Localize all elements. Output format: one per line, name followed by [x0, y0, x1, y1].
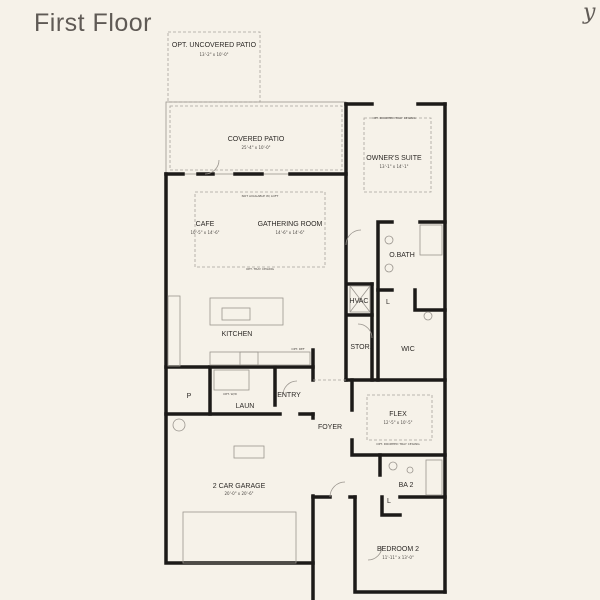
owners-tray-note: OPT. DROPPED TRAY CEILING [372, 116, 416, 120]
room-labels: OPT. UNCOVERED PATIO 13'-2" x 10'-0" COV… [172, 42, 422, 560]
fixtures [167, 117, 443, 564]
stor-door-swing [357, 323, 373, 339]
entry-label: ENTRY [277, 392, 301, 399]
hvac-unit [349, 285, 371, 313]
gathering-room-label: GATHERING ROOM [258, 221, 323, 228]
garage-door [182, 511, 297, 564]
water-heater [172, 418, 186, 432]
covered-patio-inner [169, 105, 343, 171]
kitchen-label: KITCHEN [222, 331, 253, 338]
laun-label: LAUN [236, 403, 255, 410]
entry-door-swing [282, 380, 298, 396]
covered-patio-label: COVERED PATIO [228, 136, 285, 143]
shower [419, 224, 443, 256]
flex-label: FLEX [389, 411, 407, 418]
vanity-sink-1 [384, 235, 394, 245]
owners-suite-dim: 13'-1" x 14'-1" [380, 164, 409, 169]
floor-title: First Floor [34, 9, 152, 37]
linen-label: L [386, 299, 390, 306]
toilet [423, 311, 433, 321]
vanity-sink-2 [384, 263, 394, 273]
obath-label: O.BATH [389, 252, 415, 259]
logo-fragment: y [583, 0, 596, 25]
stor-label: STOR. [350, 344, 371, 351]
foyer-label: FOYER [318, 424, 342, 431]
pantry-label: P [187, 393, 192, 400]
cafe-dim: 10'-5" x 14'-6" [191, 230, 220, 235]
garage-dim: 20'-0" x 20'-6" [225, 491, 254, 496]
sink [221, 307, 251, 321]
flex-dim: 12'-5" x 10'-5" [384, 420, 413, 425]
kitchen-island [209, 297, 284, 326]
garage-label: 2 CAR GARAGE [213, 483, 266, 490]
side-counter [167, 295, 181, 367]
range [239, 351, 259, 366]
opt-wd-note: OPT. W/D [223, 392, 238, 396]
bedroom2-dim: 11'-11" x 13'-0" [382, 555, 414, 560]
patio-door-swing [204, 159, 220, 175]
bathtub [425, 459, 443, 496]
kitchen-counter [209, 351, 311, 366]
covered-patio-dim: 25'-4" x 10'-0" [242, 145, 271, 150]
owner-door-swing [345, 229, 362, 246]
ba2-toilet [406, 466, 414, 474]
interior-walls [164, 220, 447, 517]
gathering-tray-ceiling [194, 191, 326, 268]
bedroom2-label: BEDROOM 2 [377, 546, 419, 553]
flex-tray-ceiling [366, 394, 433, 441]
hvac-label: HVAC [350, 298, 369, 305]
ba2-sink [388, 461, 398, 471]
ba2-label: BA 2 [399, 482, 414, 489]
cafe-label: CAFE [196, 221, 215, 228]
gathering-tray-note: OPT. TRAY CEILING [246, 267, 275, 271]
attic-access [233, 445, 265, 459]
owners-tray-ceiling [363, 117, 432, 193]
owners-suite-label: OWNER'S SUITE [366, 155, 422, 162]
opt-ref-note: OPT. REF [291, 347, 305, 351]
opt-patio-label: OPT. UNCOVERED PATIO [172, 42, 257, 49]
flex-tray-note: OPT. DROPPED TRAY CEILING [376, 442, 420, 446]
wic-label: WIC [401, 346, 415, 353]
opt-patio-dim: 13'-2" x 10'-0" [200, 52, 229, 57]
bedroom-door-swing [367, 545, 383, 561]
washer-dryer [213, 369, 250, 391]
front-door-swing [329, 481, 346, 498]
gathering-room-dim: 14'-6" x 14'-6" [276, 230, 305, 235]
not-loft-note: NOT AVAILABLE W/ LOFT [242, 194, 279, 198]
linen2-label: L [387, 498, 391, 505]
